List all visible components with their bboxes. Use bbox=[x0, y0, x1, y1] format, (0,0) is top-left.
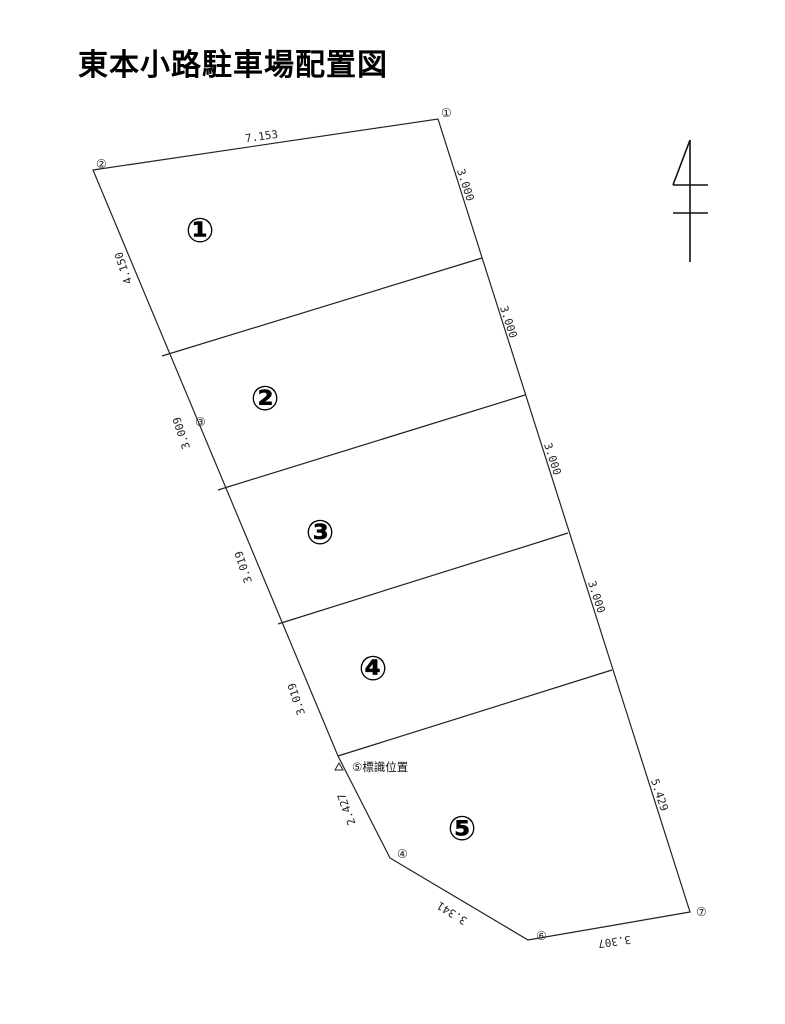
point-label-1: ① bbox=[441, 106, 452, 120]
north-arrow-icon bbox=[672, 139, 708, 262]
dim-bottom-diagonal: 3.341 bbox=[435, 899, 470, 928]
lot-divider-4-5 bbox=[337, 669, 613, 757]
page-title: 東本小路駐車場配置図 bbox=[78, 48, 388, 83]
sign-position-marker: ⑤標識位置 bbox=[334, 760, 408, 774]
lot-number-1: ① bbox=[186, 211, 215, 251]
dim-right-4: 3.000 bbox=[585, 579, 608, 615]
dim-right-5: 5.429 bbox=[648, 777, 671, 813]
site-boundary bbox=[92, 118, 691, 941]
dim-bottom: 3.307 bbox=[597, 933, 632, 950]
lot-number-4: ④ bbox=[359, 649, 388, 689]
point-label-6: ⑥ bbox=[536, 929, 547, 943]
dim-right-1: 3.000 bbox=[454, 167, 477, 203]
dim-left-1: 4.150 bbox=[112, 250, 135, 286]
dim-right-2: 3.000 bbox=[497, 304, 520, 340]
lot-number-3: ③ bbox=[306, 513, 335, 553]
lot-divider-1-2 bbox=[161, 257, 483, 357]
lot-number-2: ② bbox=[251, 379, 280, 419]
sign-position-label: ⑤標識位置 bbox=[352, 760, 408, 774]
dim-left-3: 3.019 bbox=[232, 549, 255, 585]
lot-divider-2-3 bbox=[217, 394, 526, 491]
lot-number-5: ⑤ bbox=[448, 809, 477, 849]
point-label-3: ③ bbox=[195, 415, 206, 429]
triangle-icon bbox=[334, 761, 344, 771]
dim-left-2: 3.009 bbox=[170, 415, 193, 451]
point-label-2: ② bbox=[96, 157, 107, 171]
point-label-4: ④ bbox=[397, 847, 408, 861]
dim-left-5: 2.427 bbox=[335, 791, 359, 827]
dim-left-4: 3.019 bbox=[285, 681, 308, 717]
lot-divider-3-4 bbox=[277, 532, 569, 625]
dim-top: 7.153 bbox=[244, 128, 279, 145]
dim-right-3: 3.000 bbox=[541, 441, 564, 477]
point-label-7: ⑦ bbox=[696, 905, 707, 919]
